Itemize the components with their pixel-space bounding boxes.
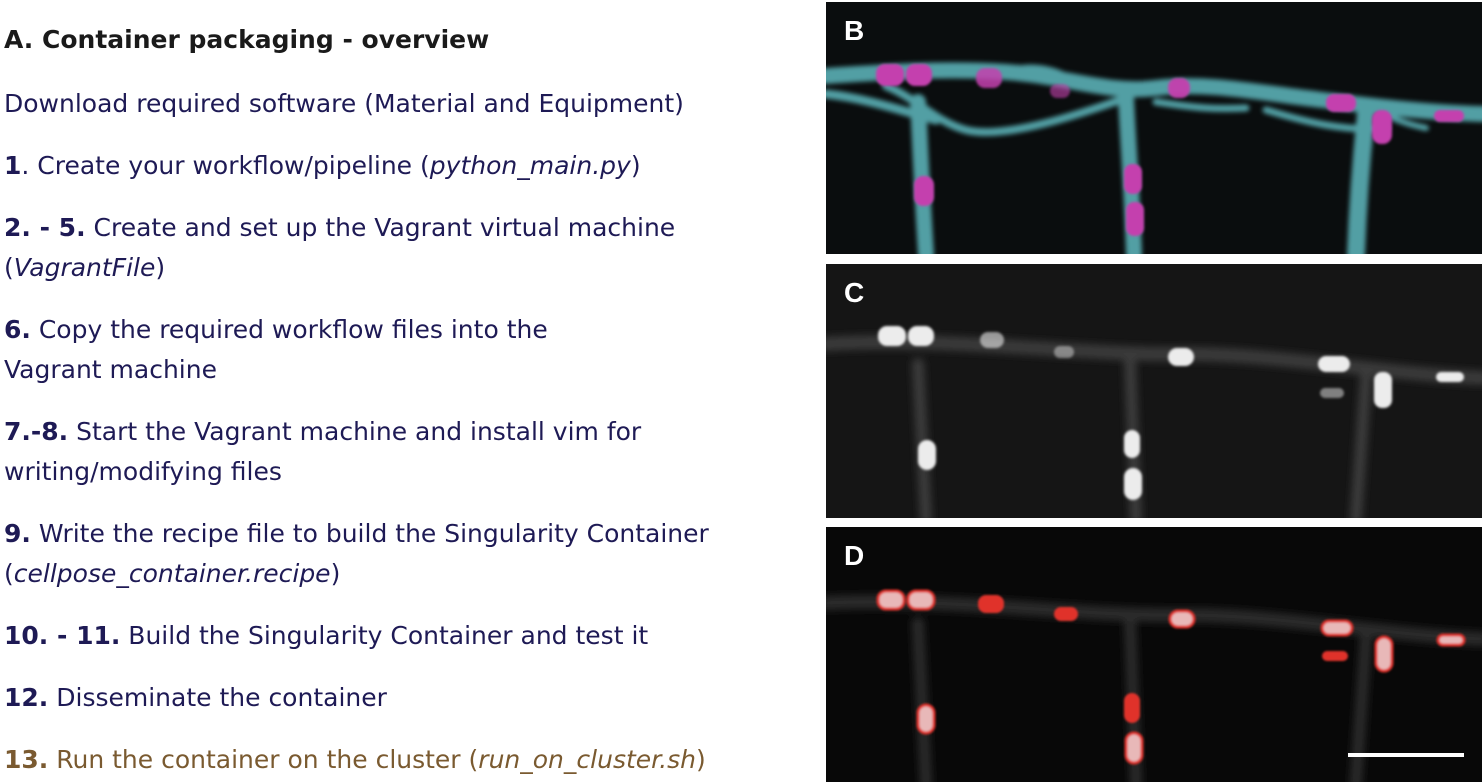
micrograph-composite-panel: B [826, 2, 1482, 254]
download-step: Download required software (Material and… [4, 84, 684, 124]
step-1-number: 1 [4, 151, 22, 180]
panel-c-label: C [844, 277, 865, 308]
micrograph-nuclei-panel: C [826, 264, 1482, 518]
step-10-11-number: 10. - 11. [4, 621, 121, 650]
panel-b-label: B [844, 15, 865, 46]
step-2-5-file: VagrantFile [13, 253, 156, 282]
step-7-8-text: Start the Vagrant machine and install vi… [68, 417, 642, 446]
workflow-steps-text: A. Container packaging - overview Downlo… [4, 0, 804, 784]
segmentation-overlay-image [826, 589, 1482, 782]
step-2-5-number: 2. - 5. [4, 213, 86, 242]
step-2-5-close: ) [155, 253, 166, 282]
step-6: 6. Copy the required workflow files into… [4, 310, 548, 350]
composite-vessel-image [826, 62, 1482, 254]
step-9-file: cellpose_container.recipe [13, 559, 331, 588]
nuclei-grayscale-image [826, 326, 1482, 518]
step-7-8: 7.-8. Start the Vagrant machine and inst… [4, 412, 641, 452]
download-text: Download required software (Material and… [4, 89, 684, 118]
step-2-5-line2: (VagrantFile) [4, 248, 165, 288]
step-9-open: ( [4, 559, 14, 588]
step-10-11: 10. - 11. Build the Singularity Containe… [4, 616, 648, 656]
step-6-text2: Vagrant machine [4, 355, 217, 384]
step-13: 13. Run the container on the cluster (ru… [4, 740, 706, 780]
step-13-file: run_on_cluster.sh [478, 745, 696, 774]
step-12: 12. Disseminate the container [4, 678, 387, 718]
step-13-close: ) [695, 745, 706, 774]
section-title: A. Container packaging - overview [4, 25, 490, 54]
step-1-text: . Create your workflow/pipeline ( [21, 151, 430, 180]
panel-d-label: D [844, 540, 865, 571]
step-6-text: Copy the required workflow files into th… [30, 315, 548, 344]
step-6-number: 6. [4, 315, 31, 344]
step-1-close: ) [630, 151, 641, 180]
step-9-number: 9. [4, 519, 31, 548]
step-1: 1. Create your workflow/pipeline (python… [4, 146, 641, 186]
micrograph-segmentation-panel: D [826, 527, 1482, 782]
scale-bar [1348, 753, 1464, 757]
step-7-8-number: 7.-8. [4, 417, 69, 446]
step-2-5-text: Create and set up the Vagrant virtual ma… [85, 213, 676, 242]
step-6-line2: Vagrant machine [4, 350, 217, 390]
step-13-text: Run the container on the cluster ( [48, 745, 479, 774]
step-9: 9. Write the recipe file to build the Si… [4, 514, 709, 554]
step-9-close: ) [330, 559, 341, 588]
step-9-text: Write the recipe file to build the Singu… [30, 519, 709, 548]
step-9-line2: (cellpose_container.recipe) [4, 554, 340, 594]
step-12-text: Disseminate the container [48, 683, 387, 712]
step-10-11-text: Build the Singularity Container and test… [120, 621, 649, 650]
step-2-5: 2. - 5. Create and set up the Vagrant vi… [4, 208, 675, 248]
step-7-8-text2: writing/modifying files [4, 457, 282, 486]
step-2-5-open: ( [4, 253, 14, 282]
step-7-8-line2: writing/modifying files [4, 452, 282, 492]
step-1-file: python_main.py [429, 151, 631, 180]
step-12-number: 12. [4, 683, 49, 712]
step-13-number: 13. [4, 745, 49, 774]
